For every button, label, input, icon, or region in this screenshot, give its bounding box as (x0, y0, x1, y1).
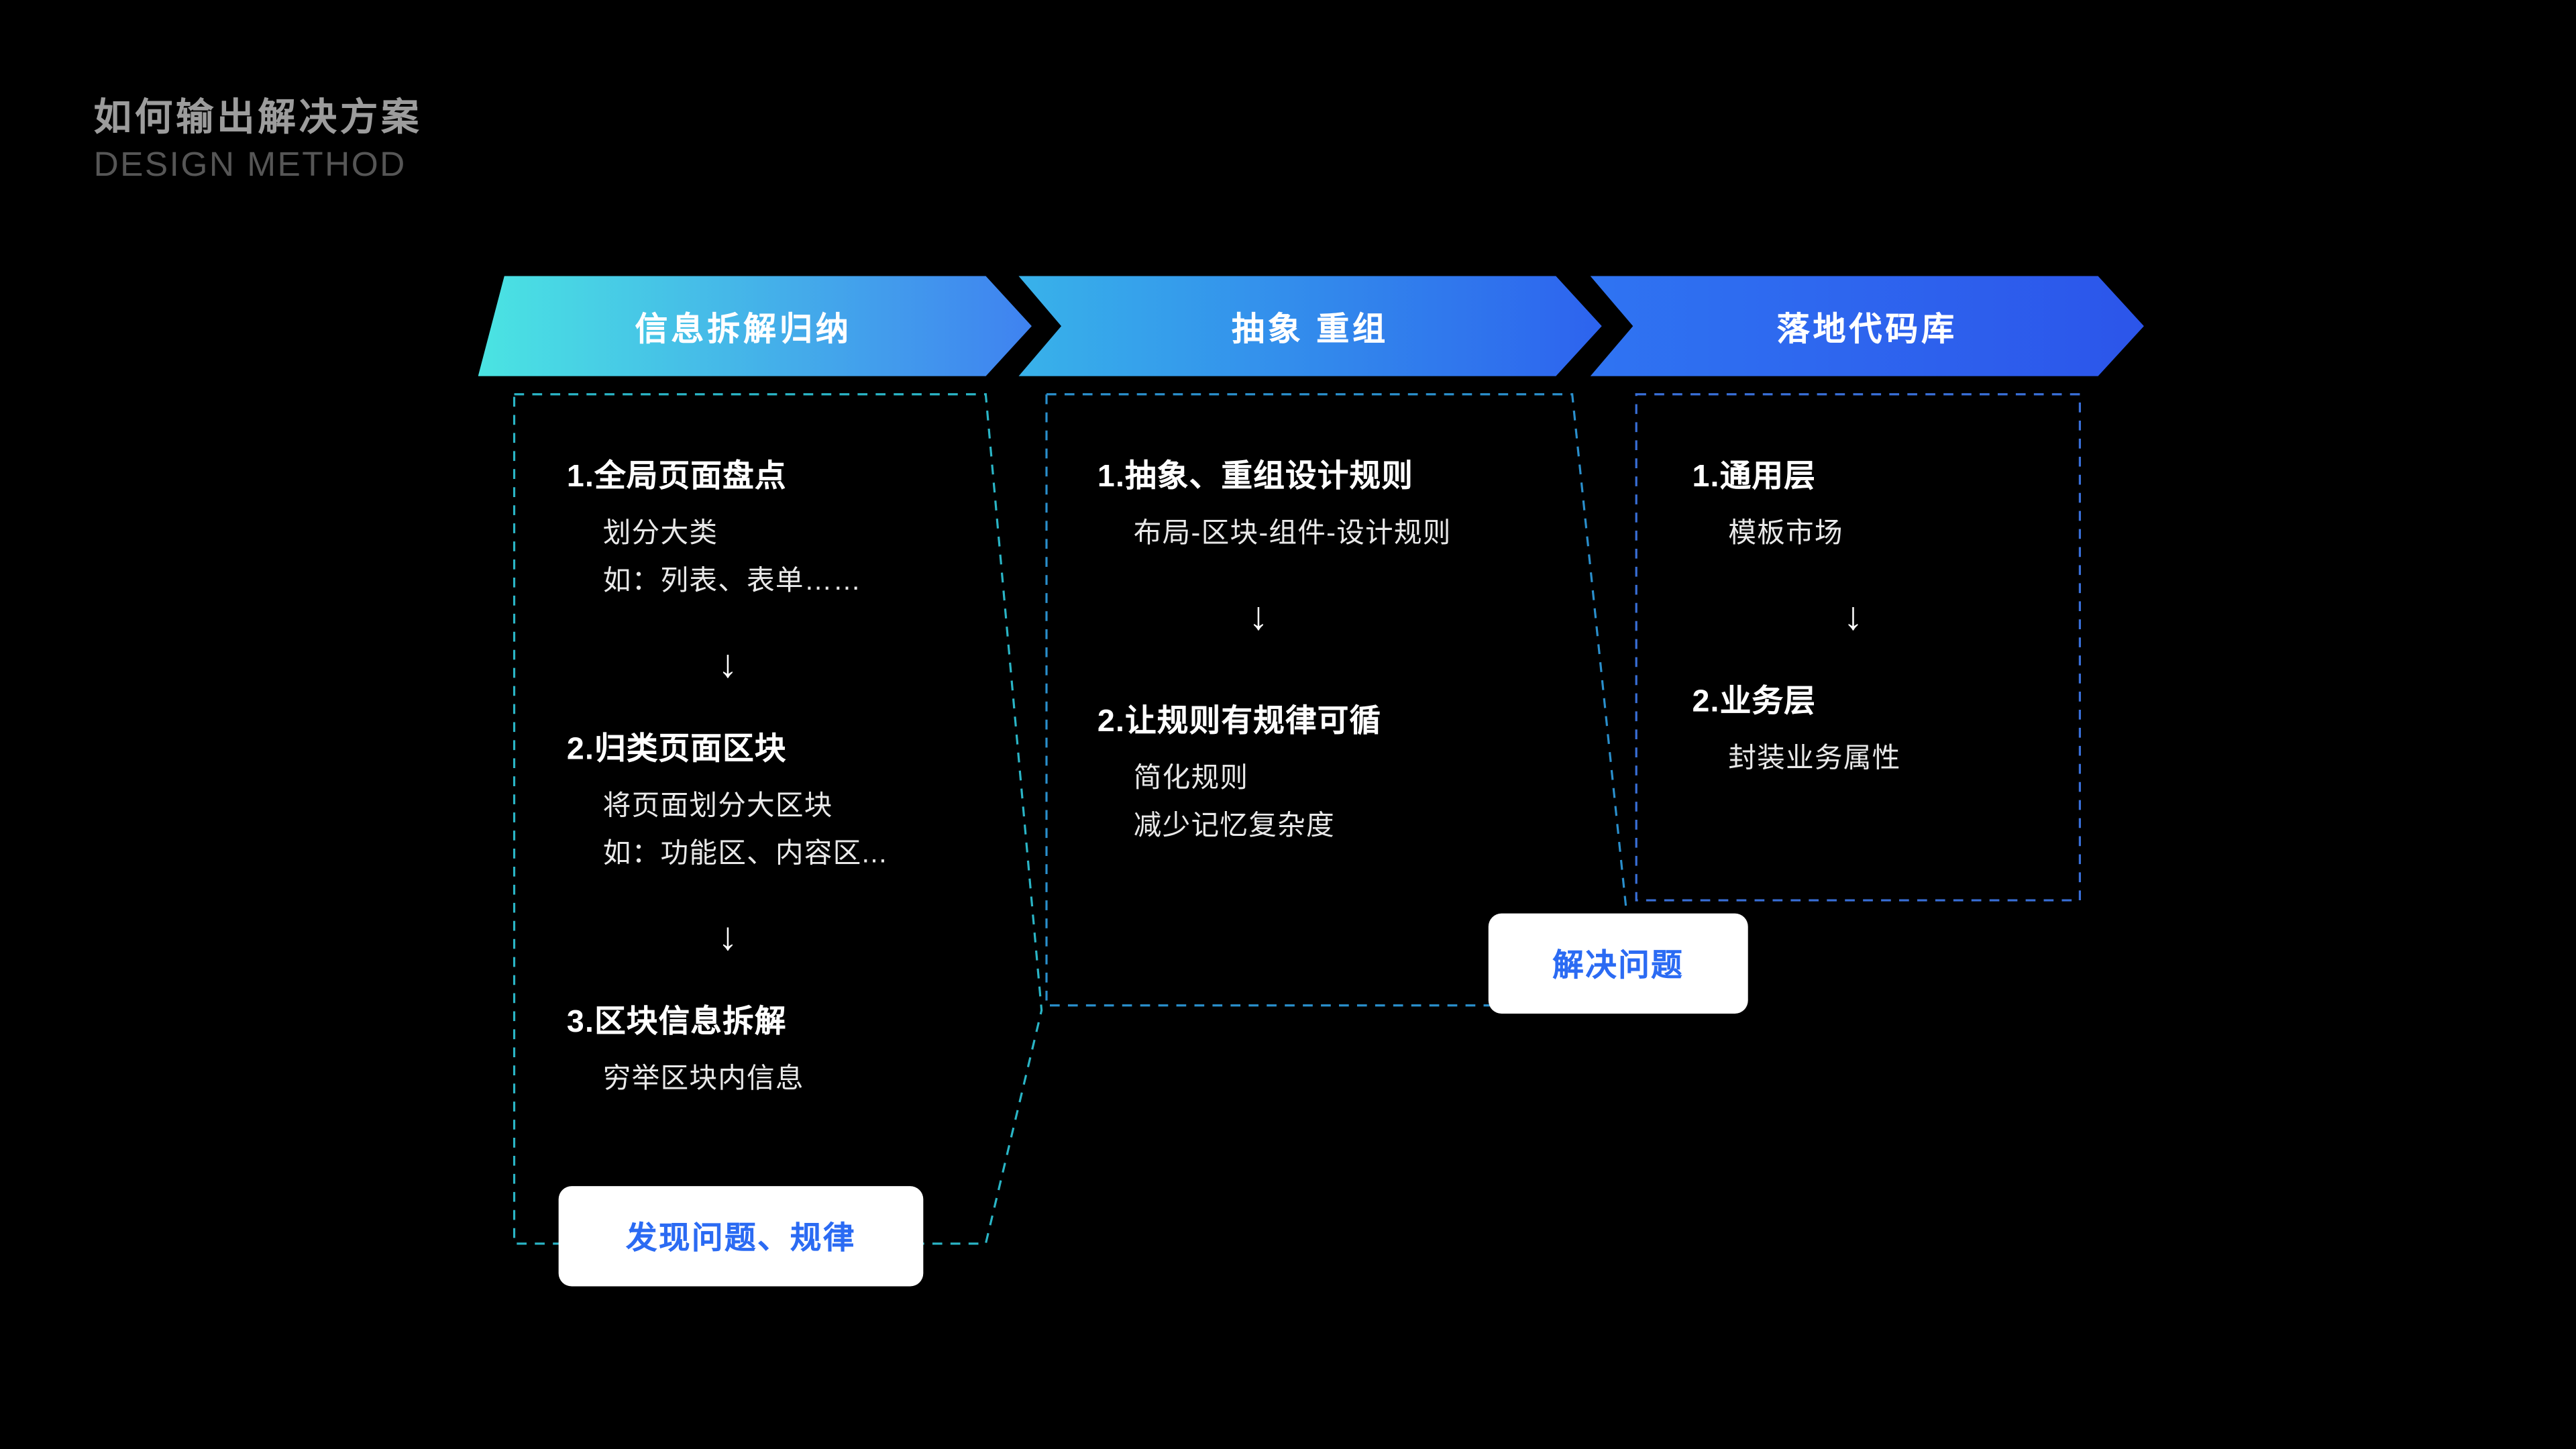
page-subtitle: DESIGN METHOD (93, 146, 407, 184)
down-arrow-icon: ↓ (1248, 594, 1269, 639)
step-line: 简化规则 (1133, 762, 1249, 794)
banner-step-2: 抽象 重组 (1018, 276, 1601, 376)
banner-2-label: 抽象 重组 (1232, 312, 1389, 349)
step-title: 1.抽象、重组设计规则 (1097, 460, 1414, 495)
step-line: 划分大类 (602, 517, 718, 549)
step-title: 1.全局页面盘点 (566, 460, 787, 495)
dashed-box-1 (513, 393, 1043, 1245)
banner-3-label: 落地代码库 (1776, 312, 1957, 349)
down-arrow-icon: ↓ (718, 642, 738, 687)
step-title: 2.业务层 (1692, 685, 1817, 720)
column-1: 1.全局页面盘点 划分大类 如：列表、表单…… ↓ 2.归类页面区块 将页面划分… (567, 457, 1043, 1102)
step-title: 3.区块信息拆解 (566, 1005, 787, 1040)
step-title: 2.归类页面区块 (566, 733, 787, 767)
step-line: 封装业务属性 (1728, 742, 1901, 774)
step-line: 布局-区块-组件-设计规则 (1133, 517, 1452, 549)
step-line: 减少记忆复杂度 (1133, 810, 1335, 841)
step-title: 1.通用层 (1692, 460, 1817, 495)
dashed-box-3 (1635, 393, 2082, 902)
page-title: 如何输出解决方案 (93, 95, 423, 138)
banner-step-1: 信息拆解归纳 (478, 276, 1032, 376)
step-line: 将页面划分大区块 (602, 790, 833, 822)
down-arrow-icon: ↓ (1843, 594, 1864, 639)
banner-1-label: 信息拆解归纳 (635, 312, 852, 349)
badge-discover-label: 发现问题、规律 (626, 1222, 856, 1257)
badge-discover-problems: 发现问题、规律 (558, 1186, 924, 1287)
step-line: 穷举区块内信息 (602, 1063, 804, 1095)
column-3: 1.通用层 模板市场 ↓ 2.业务层 封装业务属性 (1692, 457, 2168, 782)
banner-step-3: 落地代码库 (1591, 276, 2144, 376)
step-line: 模板市场 (1728, 517, 1843, 549)
step-line: 如：列表、表单…… (602, 565, 862, 596)
down-arrow-icon: ↓ (718, 915, 738, 960)
step-title: 2.让规则有规律可循 (1097, 704, 1382, 740)
badge-solve-problems: 解决问题 (1488, 913, 1748, 1014)
step-line: 如：功能区、内容区... (602, 837, 888, 869)
badge-solve-label: 解决问题 (1552, 949, 1684, 984)
column-2: 1.抽象、重组设计规则 布局-区块-组件-设计规则 ↓ 2.让规则有规律可循 简… (1097, 457, 1574, 849)
